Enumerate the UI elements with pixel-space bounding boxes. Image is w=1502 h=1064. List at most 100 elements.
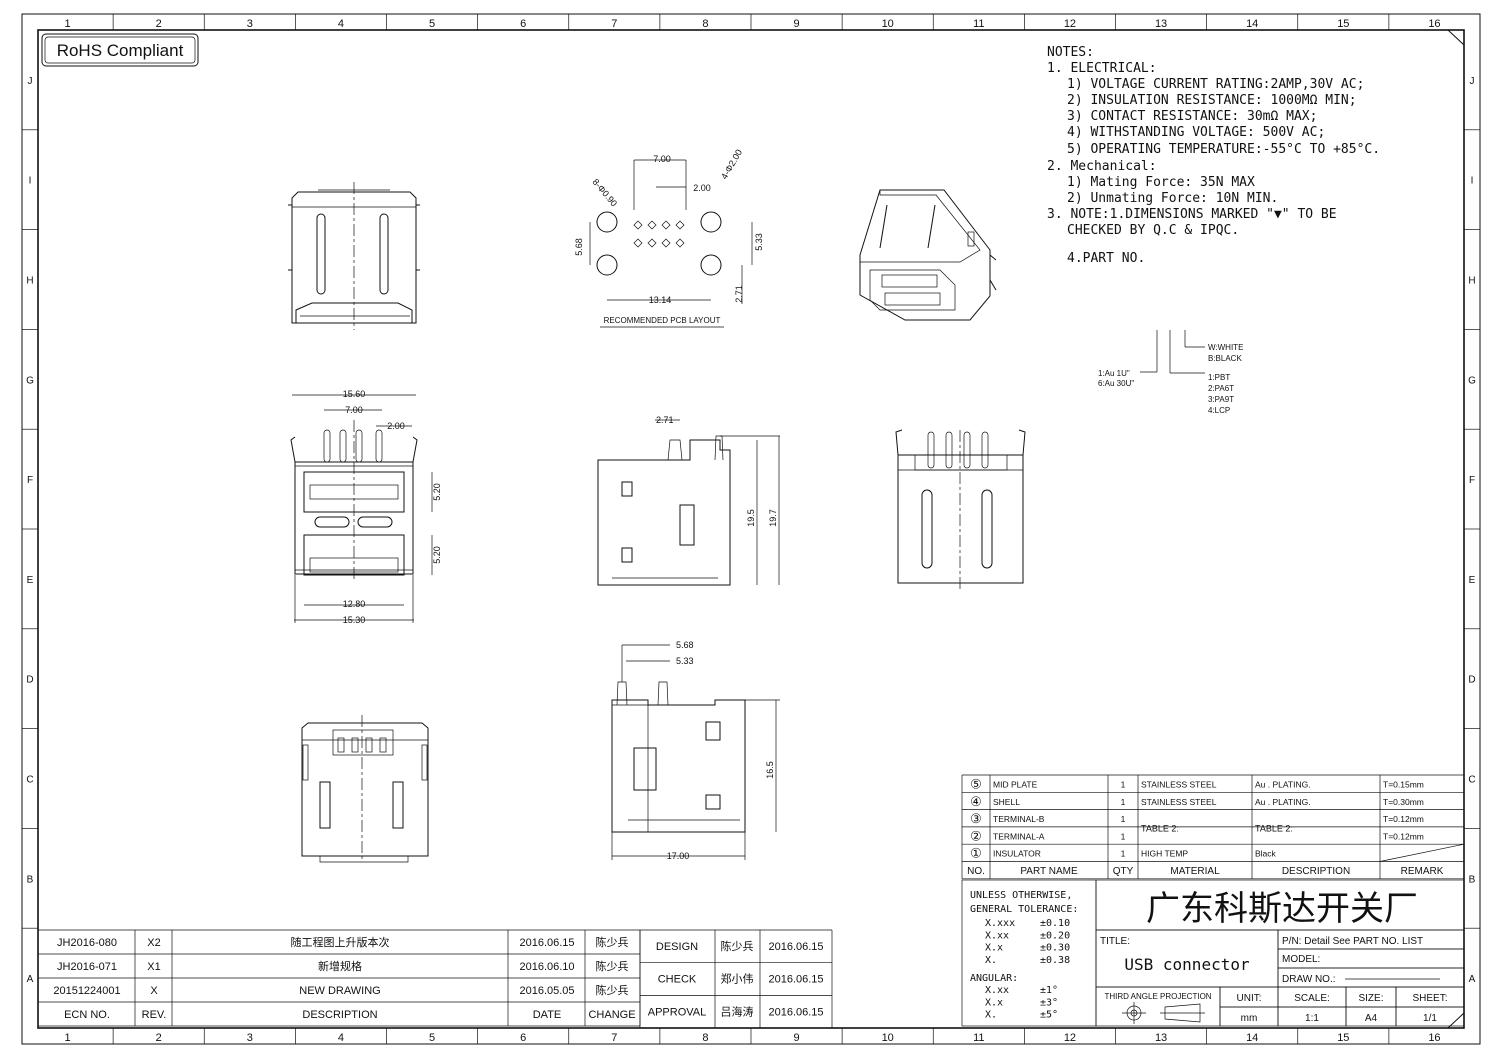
rev-header-ecn: ECN NO.: [64, 1009, 110, 1021]
tol-key: X.xx: [985, 930, 1009, 941]
tol-angle-value: ±5°: [1040, 1010, 1058, 1021]
col-label-bottom: 9: [794, 1032, 800, 1044]
pcb-label: RECOMMENDED PCB LAYOUT: [604, 316, 721, 325]
bom-qty: 1: [1121, 814, 1126, 824]
bom-desc: Au . PLATING.: [1255, 780, 1311, 790]
pcb-dim-200: 2.00: [693, 183, 711, 193]
tree-material-3: 3:PA9T: [1208, 395, 1234, 404]
tree-material-4: 4:LCP: [1208, 406, 1230, 415]
col-label-bottom: 14: [1246, 1032, 1258, 1044]
col-label-top: 7: [611, 18, 617, 30]
col-label-top: 15: [1337, 18, 1349, 30]
note-line: 4.PART NO.: [1067, 251, 1145, 266]
scale-value: 1:1: [1305, 1013, 1319, 1024]
side-dim-197: 19.7: [768, 509, 778, 527]
tree-material-1: 1:PBT: [1208, 373, 1230, 382]
bom-no: ④: [970, 794, 982, 809]
title-label: TITLE:: [1100, 936, 1130, 947]
pcb-dim-pin: 8-Φ0.90: [590, 177, 619, 208]
view-isometric: [859, 189, 997, 321]
bom-qty: 1: [1121, 797, 1126, 807]
bom-part-name: SHELL: [993, 797, 1020, 807]
row-label-right: C: [1468, 775, 1475, 786]
col-label-bottom: 5: [429, 1032, 435, 1044]
col-label-bottom: 4: [338, 1032, 344, 1044]
row-label-left: B: [27, 874, 34, 885]
tol-angular: ANGULAR:: [970, 973, 1018, 984]
col-label-top: 3: [247, 18, 253, 30]
scale-label: SCALE:: [1294, 993, 1330, 1004]
pn-label: P/N: Detail See PART NO. LIST: [1282, 936, 1423, 947]
view-bottom-side: 5.68 5.33 16.5 17.00: [611, 640, 780, 861]
front-dim-520b: 5.20: [432, 546, 442, 564]
bom-qty: 1: [1121, 780, 1126, 790]
tol-value: ±0.20: [1040, 930, 1070, 941]
bom-desc: Au . PLATING.: [1255, 797, 1311, 807]
pcb-dim-568: 5.68: [574, 238, 584, 256]
approval-date: 2016.06.15: [768, 941, 823, 953]
front-dim-1560: 15.60: [343, 389, 366, 399]
bom-part-name: INSULATOR: [993, 849, 1041, 859]
title-value: USB connector: [1124, 955, 1250, 974]
pcb-dim-271: 2.71: [734, 285, 744, 303]
rev-ecn: JH2016-071: [57, 961, 117, 973]
col-label-top: 6: [520, 18, 526, 30]
rev-date: 2016.05.05: [519, 985, 574, 997]
sheet-label: SHEET:: [1412, 993, 1447, 1004]
note-line: 2) INSULATION RESISTANCE: 1000MΩ MIN;: [1067, 93, 1357, 108]
col-label-bottom: 8: [702, 1032, 708, 1044]
row-label-left: A: [27, 974, 34, 985]
note-line: 1) Mating Force: 35N MAX: [1067, 175, 1255, 190]
bom-qty: 1: [1121, 831, 1126, 841]
note-line: 1) VOLTAGE CURRENT RATING:2AMP,30V AC;: [1067, 77, 1364, 92]
tol-title2: GENERAL TOLERANCE:: [970, 904, 1078, 915]
tree-color-1: W:WHITE: [1208, 343, 1243, 352]
tol-angle-key: X.: [985, 1010, 997, 1021]
rev-header-change: CHANGE: [588, 1009, 635, 1021]
approval-name: 郑小伟: [721, 972, 754, 986]
col-label-bottom: 3: [247, 1032, 253, 1044]
bom-header-remark: REMARK: [1401, 866, 1444, 877]
tree-material-2: 2:PA6T: [1208, 384, 1234, 393]
bom-remark: T=0.12mm: [1383, 831, 1424, 841]
pcb-dim-700: 7.00: [653, 154, 671, 164]
col-label-top: 14: [1246, 18, 1258, 30]
col-label-top: 12: [1064, 18, 1076, 30]
col-label-top: 16: [1428, 18, 1440, 30]
row-label-right: D: [1468, 675, 1475, 686]
col-label-bottom: 7: [611, 1032, 617, 1044]
bom-no: ①: [970, 846, 982, 861]
tol-key: X.xxx: [985, 918, 1015, 929]
front-dim-520a: 5.20: [432, 483, 442, 501]
side-dim-271: 2.71: [656, 415, 674, 425]
rev-code: X1: [147, 961, 160, 973]
bom-remark: T=0.30mm: [1383, 797, 1424, 807]
bom-remark: T=0.15mm: [1383, 780, 1424, 790]
bom-desc: Black: [1255, 849, 1277, 859]
tree-plating-1: 1:Au 1U": [1098, 369, 1130, 378]
bom-part-name: TERMINAL-B: [993, 814, 1045, 824]
bom-qty: 1: [1121, 849, 1126, 859]
rev-header-date: DATE: [533, 1009, 562, 1021]
col-label-top: 10: [882, 18, 894, 30]
col-label-bottom: 11: [973, 1032, 984, 1044]
note-line: 5) OPERATING TEMPERATURE:-55°C TO +85°C.: [1067, 142, 1380, 157]
bom-material: HIGH TEMP: [1141, 849, 1188, 859]
rev-date: 2016.06.10: [519, 961, 574, 973]
bom-part-name: MID PLATE: [993, 780, 1038, 790]
row-label-left: D: [26, 675, 33, 686]
col-label-top: 5: [429, 18, 435, 30]
front-dim-200: 2.00: [387, 421, 405, 431]
tol-value: ±0.10: [1040, 918, 1070, 929]
front-dim-1530: 15.30: [343, 615, 366, 625]
rev-change: 陈少兵: [596, 959, 629, 973]
model-label: MODEL:: [1282, 954, 1320, 965]
row-label-right: F: [1469, 475, 1475, 486]
front-dim-1280: 12.80: [343, 599, 366, 609]
rohs-box: [41, 33, 199, 67]
bom-header-qty: QTY: [1113, 866, 1134, 877]
projection-label: THIRD ANGLE PROJECTION: [1104, 992, 1211, 1001]
